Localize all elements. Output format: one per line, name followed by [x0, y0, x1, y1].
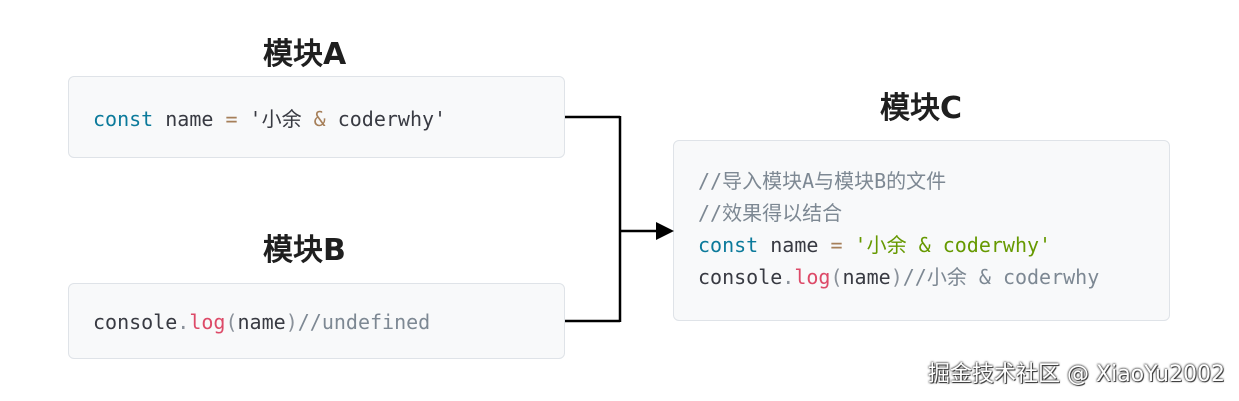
code-token: //导入模块A与模块B的文件: [698, 169, 947, 193]
code-token: name: [237, 310, 286, 334]
code-line: //效果得以结合: [698, 197, 1099, 229]
code-token: const: [698, 233, 759, 257]
code-token: name: [758, 233, 831, 257]
code-token: log: [794, 265, 831, 289]
module-b-title: 模块B: [263, 233, 346, 268]
code-token: name: [153, 107, 226, 131]
module-a-code-block: const name = '小余 & coderwhy': [68, 76, 565, 158]
code-line: console.log(name)//undefined: [93, 306, 430, 338]
code-token: coderwhy': [325, 107, 447, 131]
module-a-code: const name = '小余 & coderwhy': [93, 103, 446, 135]
code-token: .: [177, 310, 190, 334]
code-token: //效果得以结合: [698, 201, 843, 225]
code-token: '小余 & coderwhy': [842, 233, 1052, 257]
module-a-title: 模块A: [263, 37, 347, 72]
code-token: (: [830, 265, 843, 289]
code-token: ): [890, 265, 903, 289]
code-token: &: [313, 107, 326, 131]
code-token: (: [225, 310, 238, 334]
module-b-code: console.log(name)//undefined: [93, 306, 430, 338]
code-token: const: [93, 107, 154, 131]
code-token: //undefined: [297, 310, 431, 334]
code-token: name: [842, 265, 891, 289]
code-token: log: [189, 310, 226, 334]
code-token: .: [782, 265, 795, 289]
arrow-head-icon: [656, 222, 674, 240]
code-token: //小余 & coderwhy: [902, 265, 1100, 289]
code-token: ): [285, 310, 298, 334]
code-token: '小余: [237, 107, 314, 131]
code-line: console.log(name)//小余 & coderwhy: [698, 261, 1099, 293]
code-line: const name = '小余 & coderwhy': [698, 229, 1099, 261]
module-c-code: //导入模块A与模块B的文件 //效果得以结合 const name = '小余 &…: [698, 165, 1099, 293]
module-b-code-block: console.log(name)//undefined: [68, 283, 565, 359]
code-line: const name = '小余 & coderwhy': [93, 103, 446, 135]
code-token: =: [830, 233, 843, 257]
module-c-code-block: //导入模块A与模块B的文件 //效果得以结合 const name = '小余 &…: [673, 140, 1170, 321]
watermark-text: 掘金技术社区 @ XiaoYu2002: [928, 362, 1225, 387]
code-token: console: [698, 265, 783, 289]
module-c-title: 模块C: [880, 91, 963, 126]
code-line: //导入模块A与模块B的文件: [698, 165, 1099, 197]
code-token: =: [225, 107, 238, 131]
code-token: console: [93, 310, 178, 334]
